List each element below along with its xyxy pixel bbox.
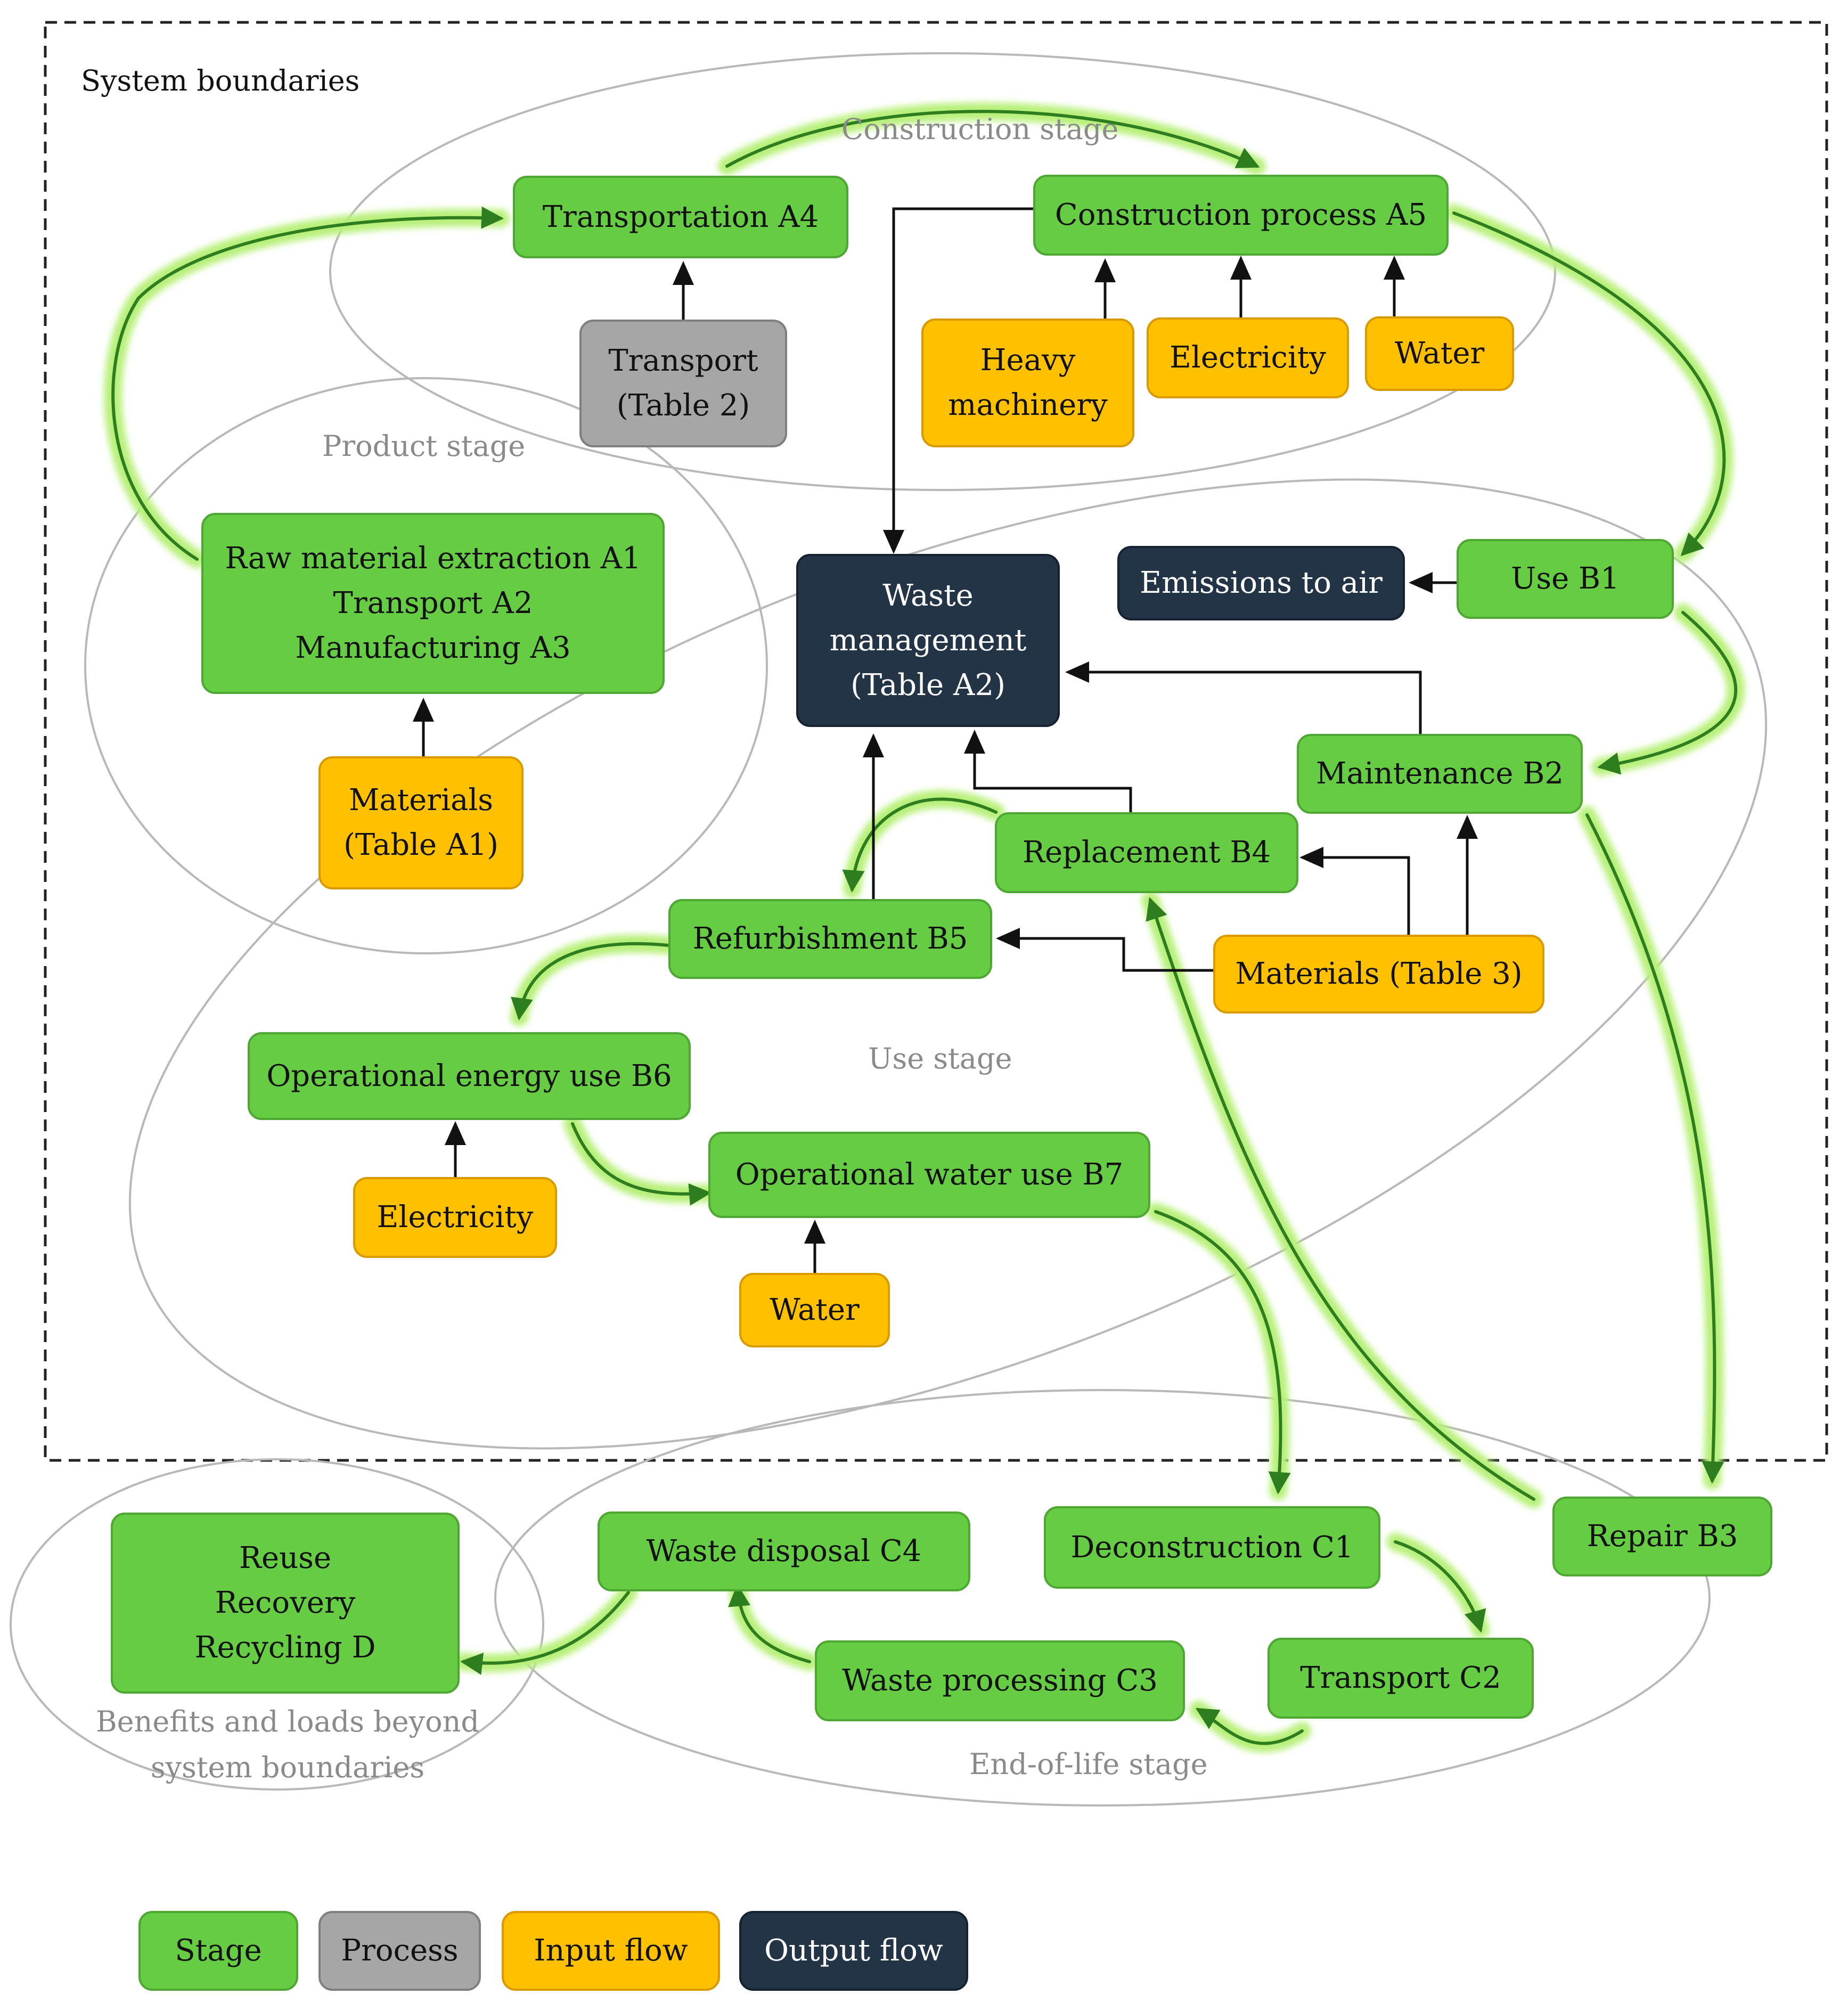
flow-c1-to-c2 [1394, 1540, 1486, 1633]
materials-table-a1-node: Materials(Table A1) [318, 756, 524, 889]
material-flow-arrows [413, 207, 1478, 1273]
end-of-life-stage-label: End-of-life stage [969, 1747, 1208, 1781]
arrow-b4-to-waste [964, 730, 1132, 812]
legend-input-flow: Input flow [502, 1911, 720, 1991]
system-boundary [44, 21, 1828, 1462]
product-stage-ellipse [84, 377, 768, 954]
use-stage-label: Use stage [868, 1042, 1012, 1075]
operational-water-use-b7-node: Operational water use B7 [708, 1132, 1150, 1218]
flow-b1-to-b2 [1597, 611, 1737, 775]
system-boundaries-label: System boundaries [81, 64, 360, 97]
stage-flow-arrows [111, 110, 1737, 1745]
water-b7-node: Water [739, 1273, 890, 1347]
flow-b4-to-b5 [842, 797, 997, 893]
refurbishment-b5-node: Refurbishment B5 [668, 899, 992, 979]
flow-c2-to-c3 [1195, 1707, 1304, 1745]
legend-process: Process [318, 1911, 481, 1991]
waste-disposal-c4-node: Waste disposal C4 [598, 1511, 970, 1591]
flow-a4-to-a5 [725, 110, 1260, 168]
flow-c4-to-d [460, 1591, 630, 1675]
flow-b6-to-b7 [571, 1122, 712, 1206]
arrow-materials3-to-b5 [996, 928, 1213, 972]
waste-processing-c3-node: Waste processing C3 [815, 1640, 1185, 1721]
legend-output-flow: Output flow [739, 1911, 968, 1991]
flow-a5-to-b1 [1452, 211, 1726, 557]
flow-a1a3-to-a4 [111, 206, 504, 561]
flow-c3-to-c4 [728, 1584, 811, 1663]
end-of-life-stage-ellipse [494, 1389, 1711, 1807]
product-stage-label: Product stage [322, 429, 526, 463]
maintenance-b2-node: Maintenance B2 [1297, 734, 1583, 814]
use-b1-node: Use B1 [1457, 539, 1674, 619]
transport-table2-node: Transport(Table 2) [579, 320, 787, 447]
flow-b7-to-c1 [1154, 1210, 1291, 1494]
arrow-a5-to-waste [883, 207, 1033, 554]
deconstruction-c1-node: Deconstruction C1 [1044, 1506, 1380, 1589]
arrow-materials3-to-b4 [1299, 847, 1410, 935]
replacement-b4-node: Replacement B4 [995, 812, 1298, 893]
materials-table3-node: Materials (Table 3) [1213, 935, 1544, 1014]
construction-stage-label: Construction stage [841, 112, 1119, 146]
arrow-b2-to-waste [1065, 661, 1422, 734]
flow-b5-to-b6 [511, 942, 670, 1020]
construction-process-a5-node: Construction process A5 [1033, 175, 1449, 256]
beyond-boundaries-ellipse [10, 1458, 544, 1791]
emissions-to-air-node: Emissions to air [1117, 546, 1405, 620]
flow-b3-to-b4 [1146, 897, 1535, 1501]
construction-stage-ellipse [329, 52, 1556, 491]
electricity-a5-node: Electricity [1147, 317, 1349, 398]
repair-b3-node: Repair B3 [1552, 1497, 1772, 1576]
legend-stage: Stage [138, 1911, 298, 1991]
operational-energy-use-b6-node: Operational energy use B6 [248, 1032, 691, 1120]
transportation-a4-node: Transportation A4 [513, 176, 848, 258]
electricity-b6-node: Electricity [353, 1177, 557, 1258]
flow-b2-to-b3 [1585, 813, 1724, 1484]
transport-c2-node: Transport C2 [1268, 1638, 1534, 1719]
water-a5-node: Water [1365, 316, 1514, 391]
